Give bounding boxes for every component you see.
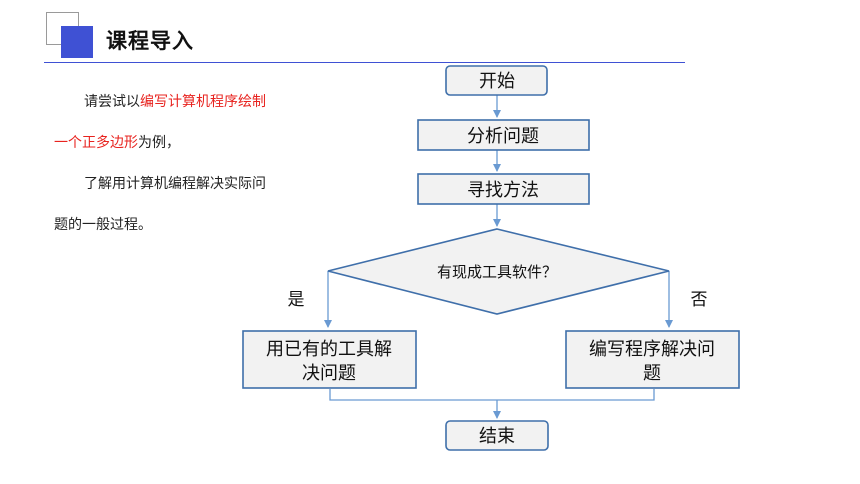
node-end: 结束 [445,420,549,451]
node-decision-label: 有现成工具软件？ [437,263,557,281]
node-find-method-label: 寻找方法 [467,180,539,201]
intro-line-1-highlight: 编写计算机程序绘制 [140,94,266,110]
intro-line-4: 题的一般过程。 [54,217,152,233]
edge-merge [329,389,655,401]
intro-text: 请尝试以编写计算机程序绘制 一个正多边形为例， 了解用计算机编程解决实际问 题的… [54,82,324,246]
node-analyze: 分析问题 [417,119,590,151]
intro-line-3: 了解用计算机编程解决实际问 [84,176,266,192]
node-write-program: 编写程序解决问 题 [565,330,740,389]
node-write-program-line2: 题 [643,363,661,384]
node-decision: 有现成工具软件？ [327,228,670,315]
logo-filled-square [61,26,93,58]
node-start-label: 开始 [479,71,515,92]
node-end-label: 结束 [479,426,515,447]
node-analyze-label: 分析问题 [467,126,539,147]
intro-line-1-plain: 请尝试以 [84,94,140,110]
intro-line-2-plain: 为例， [138,135,180,151]
intro-line-2: 一个正多边形为例， [54,123,324,164]
node-start: 开始 [445,65,548,96]
intro-line-2-highlight: 一个正多边形 [54,135,138,151]
title-divider [44,62,685,63]
node-use-tool-line2: 决问题 [302,363,356,384]
node-use-tool: 用已有的工具解 决问题 [242,330,417,389]
node-write-program-line1: 编写程序解决问 [589,339,715,360]
node-use-tool-line1: 用已有的工具解 [266,339,392,360]
intro-line-1: 请尝试以编写计算机程序绘制 [54,82,324,123]
label-no: 否 [691,290,708,310]
label-yes: 是 [288,290,305,310]
node-find-method: 寻找方法 [417,173,590,205]
slide-title: 课程导入 [106,29,194,53]
